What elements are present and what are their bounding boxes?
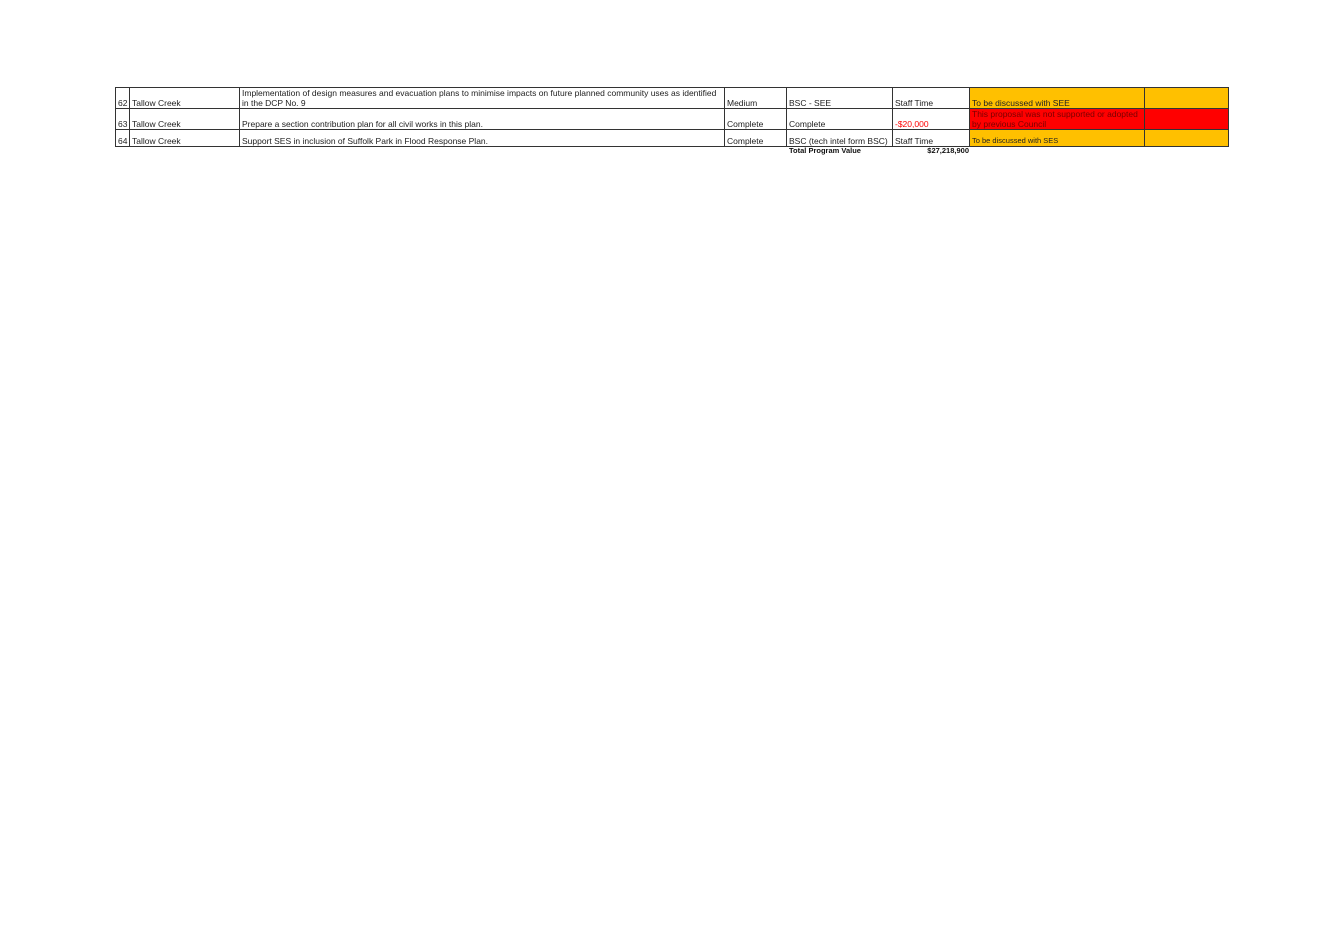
table-row: 62 Tallow Creek Implementation of design… (115, 87, 1229, 109)
location-cell: Tallow Creek (129, 108, 240, 130)
row-number: 62 (115, 87, 130, 109)
status-flag-cell (1144, 129, 1229, 147)
action-plan-table: 62 Tallow Creek Implementation of design… (115, 87, 1229, 147)
action-cell: Implementation of design measures and ev… (239, 87, 725, 109)
cost-cell: Staff Time (892, 129, 970, 147)
priority-cell: Complete (724, 108, 787, 130)
priority-cell: Medium (724, 87, 787, 109)
action-cell: Support SES in inclusion of Suffolk Park… (239, 129, 725, 147)
responsibility-cell: BSC - SEE (786, 87, 893, 109)
total-program-row: Total Program Value $27,218,900 (115, 145, 1228, 157)
priority-cell: Complete (724, 129, 787, 147)
spreadsheet-page: 62 Tallow Creek Implementation of design… (115, 87, 1229, 155)
cost-cell: -$20,000 (892, 108, 970, 130)
action-cell: Prepare a section contribution plan for … (239, 108, 725, 130)
row-number: 64 (115, 129, 130, 147)
row-number: 63 (115, 108, 130, 130)
total-program-value: $27,218,900 (927, 146, 969, 155)
table-row: 63 Tallow Creek Prepare a section contri… (115, 108, 1229, 130)
cost-cell: Staff Time (892, 87, 970, 109)
total-program-label: Total Program Value (789, 146, 861, 155)
responsibility-cell: Complete (786, 108, 893, 130)
table-row: 64 Tallow Creek Support SES in inclusion… (115, 129, 1229, 147)
status-flag-cell (1144, 108, 1229, 130)
status-cell: To be discussed with SEE (969, 87, 1145, 109)
status-flag-cell (1144, 87, 1229, 109)
status-cell: To be discussed with SES (969, 129, 1145, 147)
location-cell: Tallow Creek (129, 87, 240, 109)
status-cell: This proposal was not supported or adopt… (969, 108, 1145, 130)
responsibility-cell: BSC (tech intel form BSC) (786, 129, 893, 147)
location-cell: Tallow Creek (129, 129, 240, 147)
